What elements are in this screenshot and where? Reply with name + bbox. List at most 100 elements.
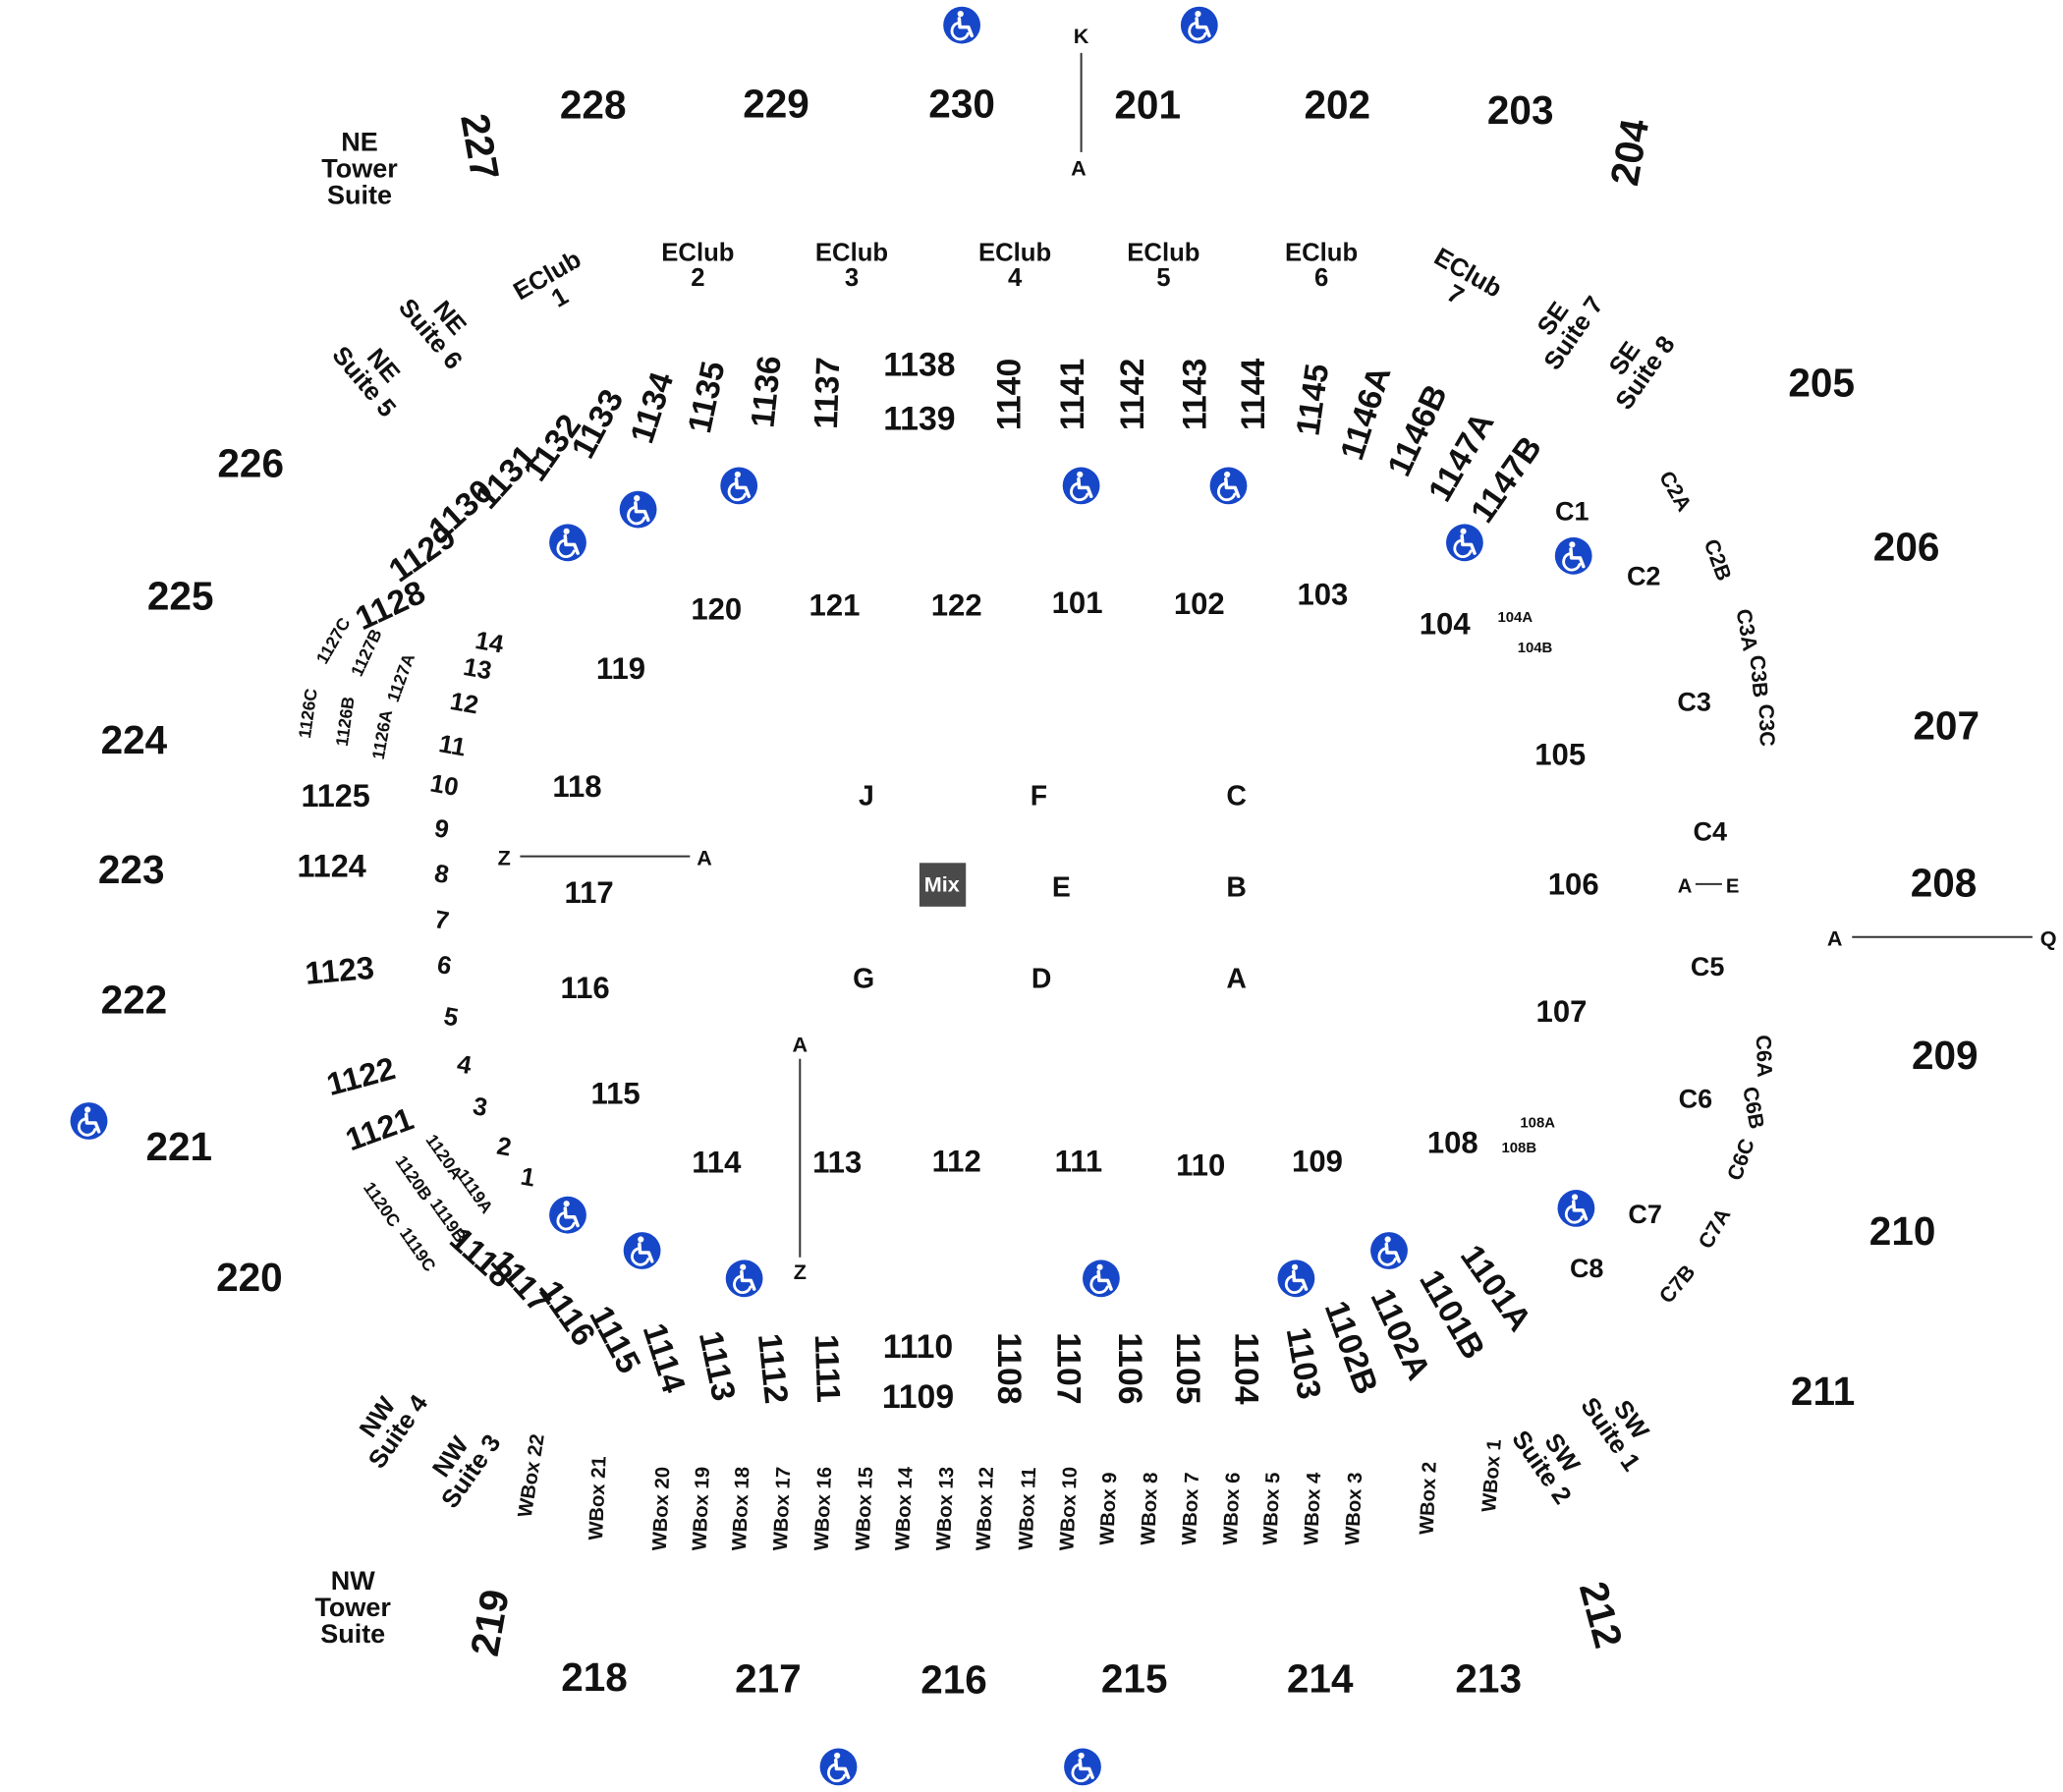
wbox-15: WBox 15 bbox=[853, 1466, 878, 1551]
upper-section-215: 215 bbox=[1101, 1655, 1168, 1701]
floor-section-104: 104 bbox=[1420, 606, 1472, 641]
wbox-4: WBox 4 bbox=[1301, 1471, 1325, 1545]
loge-section-1126C: 1126C bbox=[295, 687, 321, 739]
wheelchair-accessible-icon bbox=[1209, 467, 1248, 505]
box-seat-104A: 104A bbox=[1497, 610, 1533, 626]
loge-section-1108: 1108 bbox=[990, 1332, 1028, 1404]
wheelchair-accessible-icon bbox=[1446, 524, 1483, 562]
wbox-11: WBox 11 bbox=[1016, 1467, 1041, 1550]
floor-section-122: 122 bbox=[931, 588, 982, 623]
upper-section-201: 201 bbox=[1114, 83, 1181, 128]
wbox-16: WBox 16 bbox=[811, 1466, 837, 1551]
loge-section-1127A: 1127A bbox=[383, 650, 418, 704]
box-seat-C6: C6 bbox=[1679, 1085, 1713, 1114]
suite-eclub-1: EClub1 bbox=[509, 246, 598, 328]
loge-section-1143: 1143 bbox=[1176, 359, 1213, 430]
row-range-a: A bbox=[697, 846, 712, 870]
wheelchair-accessible-icon bbox=[623, 1232, 661, 1269]
floor-marker-F: F bbox=[1031, 781, 1047, 812]
wbox-13: WBox 13 bbox=[933, 1466, 959, 1551]
wbox-18: WBox 18 bbox=[729, 1466, 754, 1551]
loge-section-1112: 1112 bbox=[751, 1331, 795, 1405]
upper-section-224: 224 bbox=[101, 717, 168, 762]
loge-section-1119B: 1119B bbox=[426, 1195, 471, 1246]
upper-section-212: 212 bbox=[1571, 1577, 1632, 1652]
loge-section-1120B: 1120B bbox=[391, 1151, 436, 1204]
loge-section-1103: 1103 bbox=[1279, 1324, 1328, 1402]
floor-marker-B: B bbox=[1226, 872, 1247, 904]
suite-se-suite-8: SESuite 8 bbox=[1590, 317, 1681, 416]
box-seat-104B: 104B bbox=[1518, 641, 1553, 656]
loge-section-1127C: 1127C bbox=[312, 614, 355, 667]
loge-section-1139: 1139 bbox=[883, 401, 955, 438]
wbox-19: WBox 19 bbox=[689, 1466, 714, 1551]
upper-section-211: 211 bbox=[1791, 1369, 1855, 1414]
wbox-22: WBox 22 bbox=[515, 1432, 549, 1519]
wheelchair-accessible-icon bbox=[1064, 1748, 1101, 1786]
loge-section-1124: 1124 bbox=[297, 848, 365, 883]
wbox-6: WBox 6 bbox=[1220, 1472, 1245, 1545]
wheelchair-accessible-icon bbox=[549, 524, 586, 562]
suite-nw-suite-4: NWSuite 4 bbox=[343, 1375, 434, 1474]
wheelchair-accessible-icon bbox=[819, 1748, 858, 1786]
floor-section-121: 121 bbox=[809, 588, 861, 623]
box-seat-C3B: C3B bbox=[1745, 654, 1773, 699]
loge-section-1127B: 1127B bbox=[347, 626, 386, 680]
wbox-14: WBox 14 bbox=[892, 1466, 918, 1551]
box-seat-C7B: C7B bbox=[1654, 1260, 1701, 1308]
upper-section-230: 230 bbox=[928, 81, 995, 126]
loge-section-1128: 1128 bbox=[350, 574, 431, 638]
floor-marker-J: J bbox=[859, 781, 874, 812]
floor-section-106: 106 bbox=[1548, 868, 1599, 902]
loge-section-1126B: 1126B bbox=[332, 696, 359, 748]
suite-nw-suite-3: NWSuite 3 bbox=[416, 1416, 506, 1514]
wbox-8: WBox 8 bbox=[1138, 1472, 1162, 1545]
row-number-10: 10 bbox=[428, 770, 461, 803]
row-range-z: Z bbox=[794, 1260, 807, 1284]
wbox-21: WBox 21 bbox=[585, 1456, 611, 1541]
loge-section-1138: 1138 bbox=[883, 346, 955, 383]
loge-section-1110: 1110 bbox=[883, 1328, 953, 1366]
loge-section-1119C: 1119C bbox=[396, 1224, 440, 1276]
upper-section-208: 208 bbox=[1911, 861, 1978, 906]
upper-section-202: 202 bbox=[1305, 83, 1371, 128]
upper-section-218: 218 bbox=[561, 1654, 628, 1700]
loge-section-1120C: 1120C bbox=[360, 1178, 405, 1230]
loge-section-1107: 1107 bbox=[1050, 1332, 1087, 1404]
wheelchair-accessible-icon bbox=[720, 467, 758, 505]
floor-section-118: 118 bbox=[552, 769, 601, 804]
row-range-e: E bbox=[1726, 875, 1740, 897]
row-number-7: 7 bbox=[432, 906, 451, 935]
loge-section-1142: 1142 bbox=[1114, 359, 1151, 430]
loge-section-1123: 1123 bbox=[304, 950, 375, 991]
loge-section-1137: 1137 bbox=[808, 357, 848, 430]
upper-section-204: 204 bbox=[1601, 115, 1657, 189]
wbox-17: WBox 17 bbox=[770, 1466, 796, 1551]
box-seat-C2A: C2A bbox=[1654, 467, 1697, 516]
upper-section-214: 214 bbox=[1287, 1655, 1354, 1701]
upper-section-223: 223 bbox=[98, 847, 165, 892]
loge-section-1111: 1111 bbox=[808, 1333, 847, 1403]
loge-section-1135: 1135 bbox=[681, 358, 732, 436]
upper-section-203: 203 bbox=[1487, 87, 1554, 133]
upper-section-206: 206 bbox=[1873, 525, 1940, 570]
wheelchair-accessible-icon bbox=[1083, 1260, 1120, 1298]
row-range-a: A bbox=[1827, 926, 1843, 951]
upper-section-221: 221 bbox=[146, 1124, 213, 1169]
loge-section-1140: 1140 bbox=[990, 359, 1028, 430]
suite-sw-suite-2: SWSuite 2 bbox=[1506, 1412, 1596, 1510]
floor-section-114: 114 bbox=[692, 1146, 742, 1180]
upper-section-220: 220 bbox=[216, 1255, 283, 1300]
suite-sw-suite-1: SWSuite 1 bbox=[1575, 1378, 1665, 1477]
row-number-11: 11 bbox=[437, 730, 469, 761]
wheelchair-accessible-icon bbox=[70, 1102, 108, 1140]
mix-label: Mix bbox=[924, 871, 960, 896]
upper-section-216: 216 bbox=[920, 1657, 987, 1703]
box-seat-C4: C4 bbox=[1694, 816, 1728, 846]
